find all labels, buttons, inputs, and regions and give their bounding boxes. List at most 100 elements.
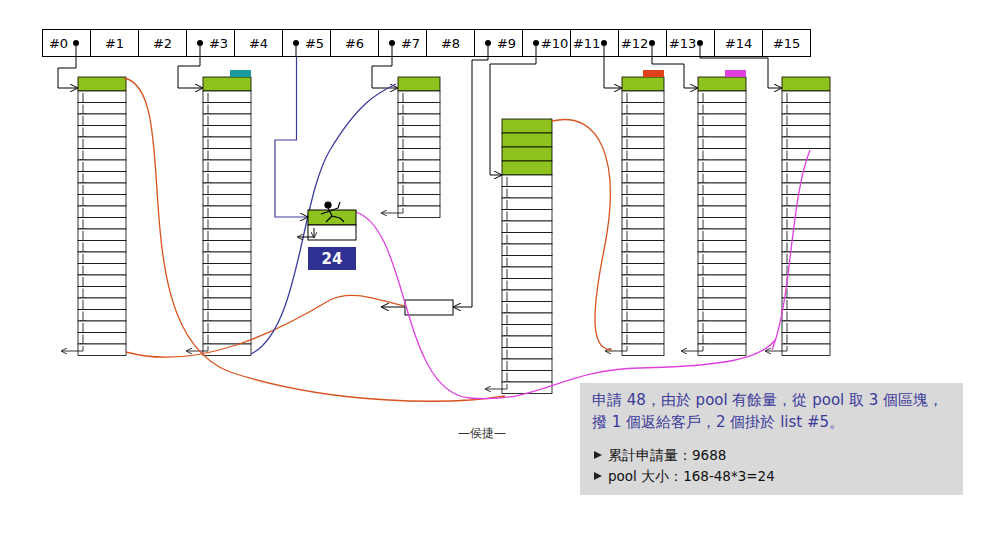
free-block xyxy=(698,206,746,218)
free-block xyxy=(78,172,126,184)
free-block xyxy=(78,114,126,126)
free-block xyxy=(502,302,552,314)
free-block xyxy=(203,206,251,218)
free-block xyxy=(782,229,830,241)
free-block xyxy=(78,252,126,264)
free-block xyxy=(782,103,830,115)
free-block xyxy=(203,103,251,115)
free-block xyxy=(203,275,251,287)
used-block xyxy=(203,77,251,91)
pool-block xyxy=(308,210,356,225)
list-head-cell: #3 xyxy=(186,29,235,57)
cell-label: #14 xyxy=(725,36,752,51)
free-block xyxy=(782,183,830,195)
free-block xyxy=(203,252,251,264)
tab xyxy=(725,70,746,77)
free-block xyxy=(698,252,746,264)
note-bullet: pool 大小：168-48*3=24 xyxy=(592,466,953,487)
free-block xyxy=(398,172,440,184)
free-block xyxy=(203,183,251,195)
free-block xyxy=(698,126,746,138)
free-block xyxy=(78,298,126,310)
free-block xyxy=(78,183,126,195)
free-block xyxy=(78,333,126,345)
list-stroke xyxy=(62,346,83,351)
cell-label: #9 xyxy=(497,36,516,51)
bullet-mark xyxy=(594,472,602,480)
list-head-cell: #15 xyxy=(762,29,811,57)
free-block xyxy=(78,218,126,230)
free-block xyxy=(698,321,746,333)
free-block xyxy=(203,321,251,333)
free-block xyxy=(622,183,664,195)
free-block xyxy=(78,310,126,322)
cell-label: #8 xyxy=(441,36,460,51)
free-block xyxy=(78,206,126,218)
cell-label: #6 xyxy=(345,36,364,51)
free-block xyxy=(502,348,552,360)
list-stroke xyxy=(486,384,507,389)
cell-label: #10 xyxy=(541,36,568,51)
free-block xyxy=(698,91,746,103)
free-block xyxy=(622,160,664,172)
list-head-cell: #6 xyxy=(330,29,379,57)
free-block xyxy=(502,359,552,371)
free-block xyxy=(622,218,664,230)
free-block xyxy=(502,187,552,199)
free-block xyxy=(782,206,830,218)
bullet-mark xyxy=(593,450,603,460)
free-block xyxy=(698,287,746,299)
note-box: 申請 48，由於 pool 有餘量，從 pool 取 3 個區塊，撥 1 個返給… xyxy=(580,383,963,495)
free-block xyxy=(622,114,664,126)
free-block xyxy=(782,149,830,161)
free-block xyxy=(398,183,440,195)
free-block xyxy=(203,344,251,356)
free-block xyxy=(622,172,664,184)
pool-block xyxy=(308,225,356,240)
free-block xyxy=(502,290,552,302)
free-block xyxy=(698,264,746,276)
free-block xyxy=(622,149,664,161)
free-block xyxy=(203,298,251,310)
free-block xyxy=(398,160,440,172)
author-mark: —侯捷— xyxy=(458,425,506,442)
cell-label: #15 xyxy=(773,36,800,51)
free-block xyxy=(78,287,126,299)
free-block xyxy=(78,344,126,356)
free-block xyxy=(698,172,746,184)
free-block xyxy=(502,221,552,233)
used-block xyxy=(502,161,552,175)
free-block xyxy=(698,333,746,345)
free-block xyxy=(622,206,664,218)
free-block xyxy=(203,241,251,253)
free-block xyxy=(502,256,552,268)
list-head-cell: #0 xyxy=(42,29,91,57)
free-block xyxy=(78,241,126,253)
free-block xyxy=(203,160,251,172)
used-block xyxy=(502,147,552,161)
free-block xyxy=(203,264,251,276)
free-block xyxy=(203,91,251,103)
free-block xyxy=(622,103,664,115)
free-block xyxy=(398,114,440,126)
free-block xyxy=(622,126,664,138)
free-block xyxy=(782,310,830,322)
free-block xyxy=(782,172,830,184)
free-block xyxy=(203,172,251,184)
note-text: 申請 48，由於 pool 有餘量，從 pool 取 3 個區塊，撥 1 個返給… xyxy=(592,389,953,433)
free-lists xyxy=(62,77,830,394)
free-block xyxy=(398,149,440,161)
free-block xyxy=(782,287,830,299)
list-pointer xyxy=(275,57,307,217)
free-block xyxy=(203,137,251,149)
free-block xyxy=(502,279,552,291)
free-block xyxy=(502,175,552,187)
free-block xyxy=(782,241,830,253)
free-block xyxy=(78,321,126,333)
link-curves xyxy=(124,78,810,401)
free-block xyxy=(698,310,746,322)
free-block xyxy=(782,114,830,126)
free-block xyxy=(78,160,126,172)
stick-figure xyxy=(321,202,344,222)
free-block xyxy=(502,313,552,325)
